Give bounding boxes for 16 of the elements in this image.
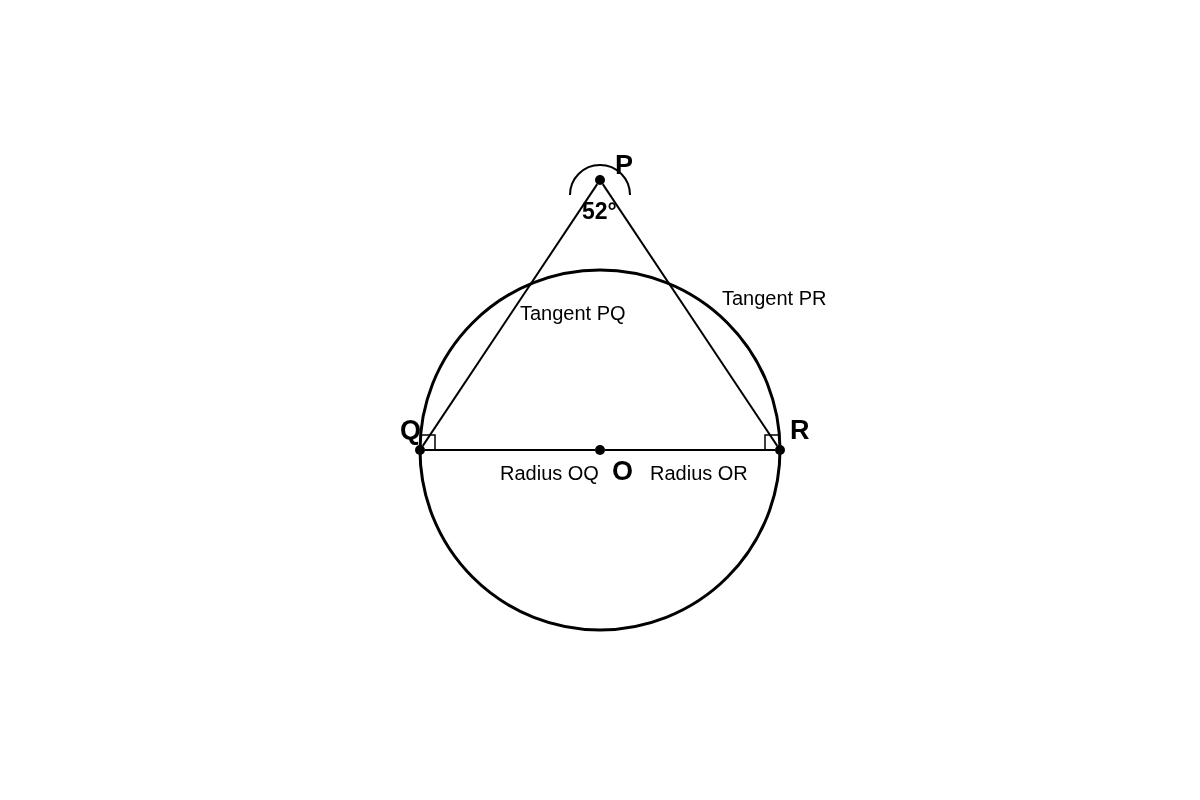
edge-label: Radius OR: [650, 463, 748, 483]
edge-label: Tangent PR: [722, 288, 827, 308]
point-dot: [595, 175, 605, 185]
edge-label: Tangent PQ: [520, 303, 626, 323]
line-segment: [604, 449, 776, 451]
line-segment: [424, 449, 596, 451]
point-label: O: [612, 458, 633, 485]
point-label: P: [615, 152, 633, 179]
point-dot: [775, 445, 785, 455]
edge-label: Radius OQ: [500, 463, 599, 483]
point-label: Q: [400, 417, 421, 444]
point-label: R: [790, 417, 810, 444]
point-dot: [595, 445, 605, 455]
point-dot: [415, 445, 425, 455]
line-segment: [601, 183, 779, 447]
angle-label: 52°: [582, 200, 617, 223]
